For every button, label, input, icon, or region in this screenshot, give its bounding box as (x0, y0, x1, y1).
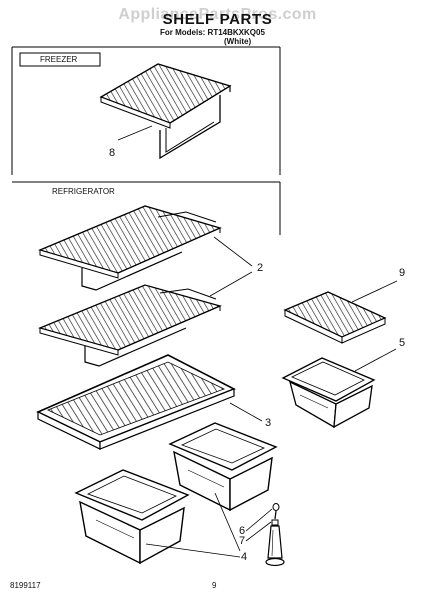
crisper-drawer-left (74, 469, 190, 565)
freezer-section-frame (11, 46, 281, 175)
leader-lines-part-4 (145, 492, 241, 558)
color-variant: (White) (224, 37, 252, 46)
document-number: 8199117 (10, 581, 41, 590)
page-title: SHELF PARTS (162, 11, 273, 28)
callout-7: 7 (239, 535, 246, 547)
page-number: 9 (212, 581, 217, 590)
refrigerator-section-frame (12, 181, 281, 235)
crisper-cover (36, 354, 263, 450)
callout-8: 8 (109, 147, 116, 159)
callout-5: 5 (399, 337, 406, 349)
leader-lines-part-2 (209, 236, 253, 297)
deli-pan-cover (283, 280, 398, 344)
callout-6: 6 (239, 525, 246, 537)
site-watermark: AppliancePartsPros.com (118, 6, 317, 23)
freezer-wire-shelf (99, 63, 232, 160)
deli-pan (281, 348, 397, 429)
refrigerator-wire-shelf-lower (38, 284, 222, 367)
freezer-section-label: FREEZER (40, 55, 78, 64)
callout-4: 4 (241, 551, 248, 563)
callout-2: 2 (257, 262, 264, 274)
callout-3: 3 (265, 417, 272, 429)
crisper-drawer-right (168, 422, 278, 512)
refrigerator-section-label: REFRIGERATOR (52, 187, 115, 196)
callout-9: 9 (399, 267, 406, 279)
refrigerator-wire-shelf-upper (38, 205, 222, 291)
cover-support-post (245, 503, 285, 567)
models-line: For Models: RT14BKXKQ05 (160, 28, 265, 37)
